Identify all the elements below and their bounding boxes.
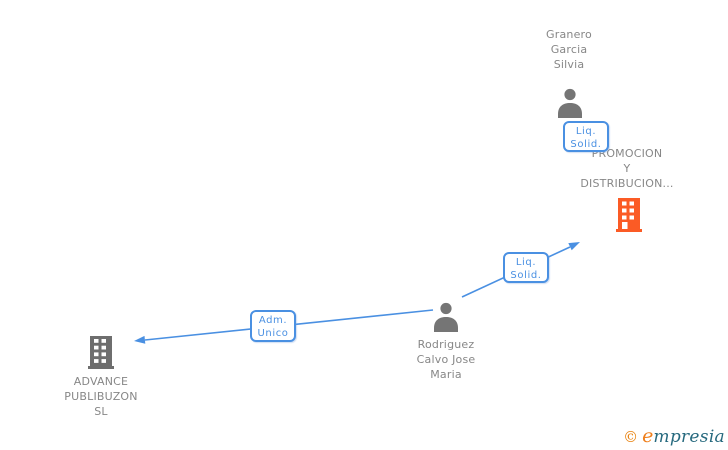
node-label-line: Silvia	[553, 58, 585, 71]
edge-label-liq-solid-granero: Liq. Solid.	[563, 121, 609, 152]
node-label-rodriguez-calvo-jose-maria[interactable]: Rodriguez Calvo Jose Maria	[386, 337, 506, 382]
node-label-line: Garcia	[550, 43, 588, 56]
node-label-line: Y	[623, 162, 631, 175]
edge-label-line: Unico	[257, 328, 289, 339]
person-icon-rodriguez[interactable]	[432, 302, 460, 332]
node-label-granero-garcia-silvia[interactable]: Granero Garcia Silvia	[509, 27, 629, 72]
building-icon-advance[interactable]	[87, 336, 115, 369]
node-label-line: PROMOCION	[591, 147, 663, 160]
node-label-line: Calvo Jose	[416, 353, 476, 366]
node-label-line: Maria	[430, 368, 462, 381]
edge-label-line: Adm.	[258, 315, 288, 326]
node-label-line: ADVANCE	[73, 375, 129, 388]
edge-label-liq-solid-rodriguez: Liq. Solid.	[503, 252, 549, 283]
edge-label-line: Solid.	[510, 270, 542, 281]
node-label-line: SL	[94, 405, 108, 418]
edge-label-line: Liq.	[575, 126, 597, 137]
node-label-advance-publibuzon-sl[interactable]: ADVANCE PUBLIBUZON SL	[41, 374, 161, 419]
edge-label-line: Liq.	[515, 257, 537, 268]
edge-label-line: Solid.	[570, 139, 602, 150]
node-label-line: PUBLIBUZON	[64, 390, 138, 403]
node-label-line: DISTRIBUCION...	[580, 177, 674, 190]
copyright-symbol: ©	[623, 428, 639, 446]
logo-text-first: e	[642, 425, 654, 447]
logo-text-rest: mpresia	[653, 427, 725, 447]
edge-label-adm-unico: Adm. Unico	[250, 310, 296, 342]
node-label-promocion-y-distribucion[interactable]: PROMOCION Y DISTRIBUCION...	[557, 146, 697, 191]
building-icon-promocion[interactable]	[615, 198, 643, 232]
person-icon-granero[interactable]	[556, 88, 584, 118]
empresia-logo: ©empresia	[623, 425, 725, 447]
node-label-line: Rodriguez	[417, 338, 475, 351]
node-label-line: Granero	[546, 28, 592, 41]
